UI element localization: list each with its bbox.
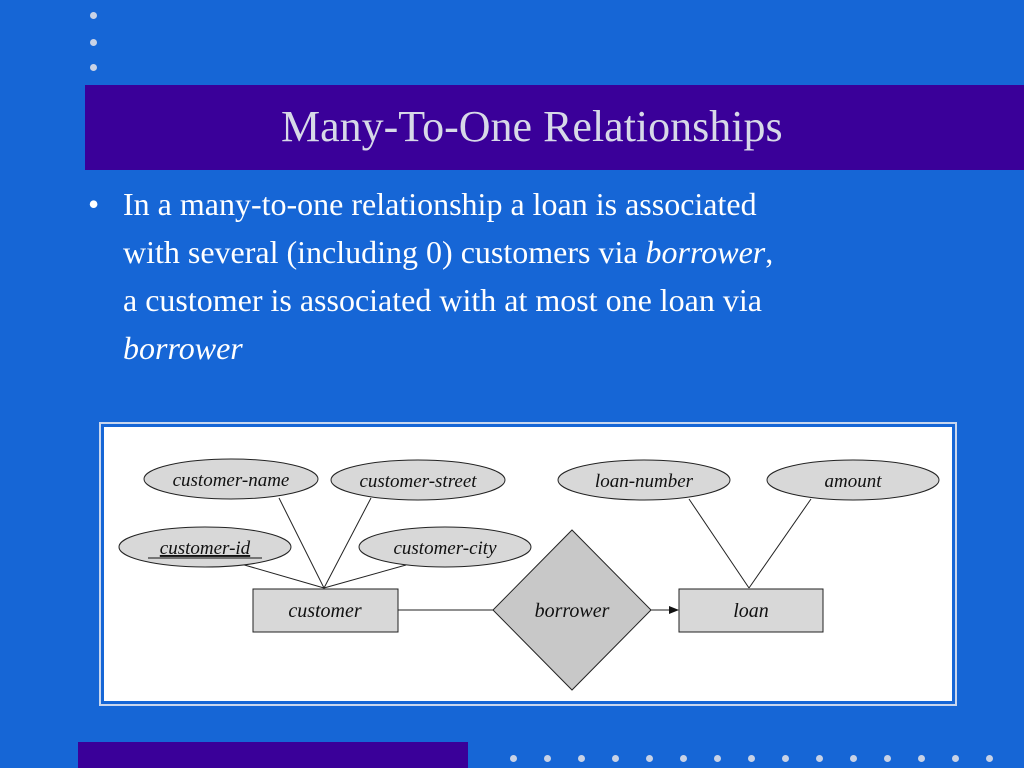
bullet-line-1: In a many-to-one relationship a loan is … [123, 186, 757, 222]
line-loan-number [688, 498, 750, 589]
decorative-dot [612, 755, 619, 762]
decorative-dot [714, 755, 721, 762]
bullet-text: In a many-to-one relationship a loan is … [123, 180, 953, 372]
attribute-customer-name: customer-name [143, 458, 319, 500]
decorative-dot [816, 755, 823, 762]
relationship-borrower: borrower [492, 529, 652, 691]
bullet-line-2-text: with several (including 0) customers via [123, 234, 646, 270]
bullet-line-2-comma: , [765, 234, 774, 270]
decorative-dot [952, 755, 959, 762]
bullet-icon: • [88, 186, 100, 222]
svg-text:borrower: borrower [535, 600, 610, 622]
decorative-dot [578, 755, 585, 762]
decorative-dot [544, 755, 551, 762]
borrower-emphasis-2: borrower [123, 330, 243, 366]
attribute-customer-street: customer-street [330, 459, 506, 501]
decorative-dot [90, 12, 97, 19]
line-customer-name [278, 497, 325, 589]
svg-text:customer-street: customer-street [359, 471, 477, 492]
borrower-emphasis: borrower [645, 234, 766, 270]
decorative-dots-bottom [500, 755, 1020, 765]
decorative-dot [90, 64, 97, 71]
er-diagram-canvas: customer-name customer-street customer-i… [118, 458, 940, 691]
entity-loan: loan [678, 588, 824, 633]
decorative-dot [680, 755, 687, 762]
decorative-dot [850, 755, 857, 762]
line-customer-id [240, 563, 325, 589]
decorative-dot [918, 755, 925, 762]
svg-text:customer-id: customer-id [160, 538, 251, 559]
bullet-line-2: with several (including 0) customers via… [123, 228, 953, 276]
line-amount [748, 498, 812, 589]
line-customer-street [323, 497, 372, 589]
bottom-bar [78, 742, 468, 768]
line-customer-city [323, 564, 407, 589]
decorative-dot [748, 755, 755, 762]
bullet-line-4: borrower [123, 324, 953, 372]
attribute-customer-city: customer-city [358, 526, 532, 568]
svg-text:amount: amount [825, 471, 883, 492]
entity-customer: customer [252, 588, 399, 633]
svg-text:customer-name: customer-name [173, 470, 290, 491]
svg-text:customer: customer [288, 600, 362, 622]
er-diagram-frame: customer-name customer-street customer-i… [99, 422, 957, 706]
svg-text:loan-number: loan-number [595, 471, 694, 492]
svg-text:customer-city: customer-city [393, 538, 497, 559]
decorative-dots-top [88, 10, 100, 74]
er-diagram: customer-name customer-street customer-i… [104, 427, 952, 701]
connector-lines [240, 497, 812, 614]
slide-title: Many-To-One Relationships [281, 102, 783, 151]
attribute-customer-id: customer-id [118, 526, 292, 568]
decorative-dot [986, 755, 993, 762]
title-bar: Many-To-One Relationships [85, 85, 1024, 170]
decorative-dot [90, 39, 97, 46]
bullet-line-3: a customer is associated with at most on… [123, 282, 762, 318]
decorative-dot [646, 755, 653, 762]
decorative-dot [884, 755, 891, 762]
attribute-loan-number: loan-number [557, 459, 731, 501]
decorative-dot [510, 755, 517, 762]
svg-text:loan: loan [733, 600, 769, 622]
decorative-dot [782, 755, 789, 762]
attribute-amount: amount [766, 459, 940, 501]
